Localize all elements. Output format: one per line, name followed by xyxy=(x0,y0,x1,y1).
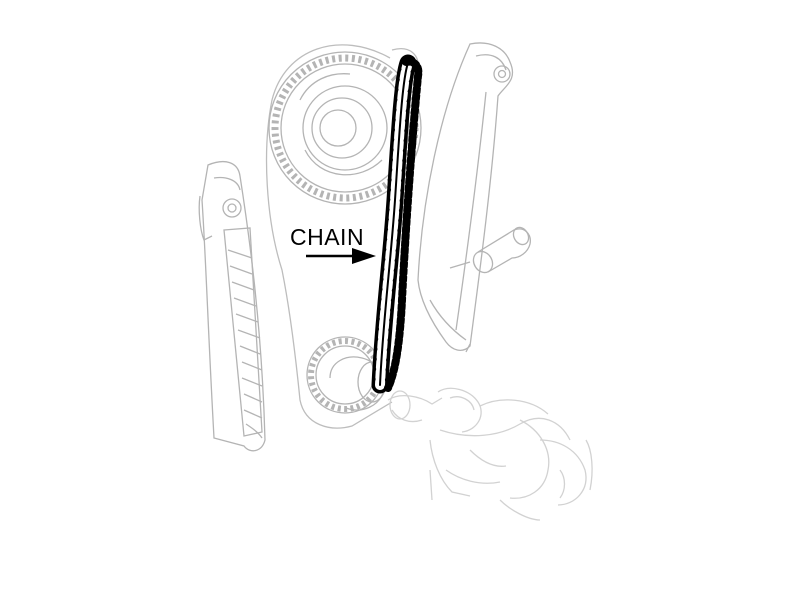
crankshaft xyxy=(387,387,593,521)
right-guide-rail xyxy=(417,42,514,353)
timing-chain xyxy=(371,54,423,394)
left-tensioner-rail xyxy=(198,161,266,452)
guide-pin xyxy=(449,226,531,274)
chain-callout-arrow xyxy=(306,248,376,264)
chain-callout-label: CHAIN xyxy=(290,224,365,250)
timing-cover-outline xyxy=(265,44,393,429)
